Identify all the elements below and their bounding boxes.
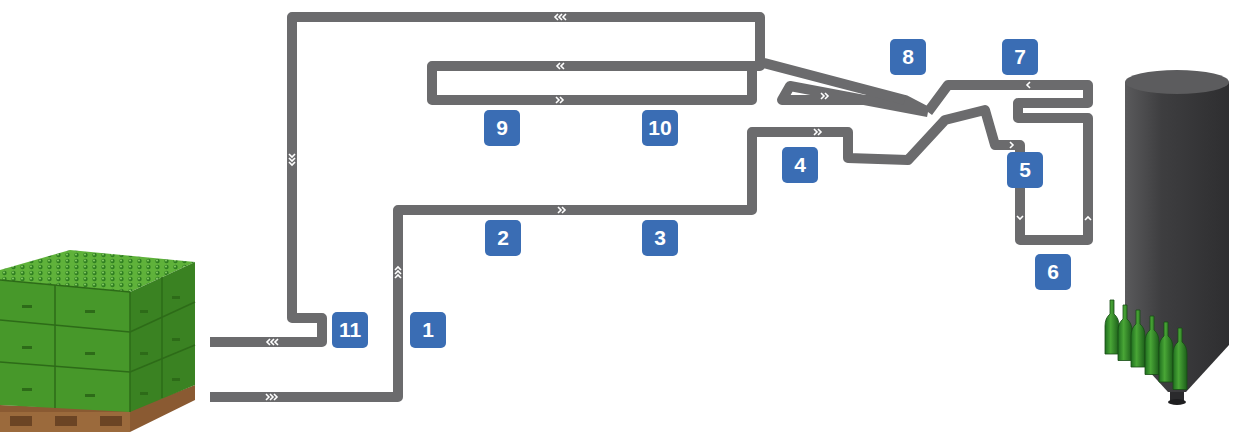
- callout-number: 5: [1007, 152, 1043, 188]
- chevron: [289, 158, 295, 161]
- chevron: [1085, 217, 1091, 220]
- chevron: [395, 275, 401, 278]
- bottle: [1159, 322, 1173, 382]
- bottle: [1105, 300, 1119, 354]
- chevron: [559, 14, 562, 20]
- callout-number: 2: [485, 220, 521, 256]
- chevron: [271, 339, 274, 345]
- chevron: [562, 207, 565, 213]
- bottle: [1118, 305, 1132, 361]
- chevron: [561, 63, 564, 69]
- chevron: [274, 394, 277, 400]
- callout-number: 7: [1002, 39, 1038, 75]
- chevron: [818, 129, 821, 135]
- chevron: [556, 97, 559, 103]
- bottles: [1105, 300, 1187, 390]
- filling-tank: [1125, 70, 1229, 405]
- callout-number: 1: [410, 312, 446, 348]
- chevron: [814, 129, 817, 135]
- bottle: [1131, 310, 1145, 367]
- chevron: [1010, 142, 1013, 148]
- chevron: [289, 154, 295, 157]
- callout-number: 3: [642, 220, 678, 256]
- chevron: [266, 394, 269, 400]
- chevron: [395, 267, 401, 270]
- conveyor-belt: [210, 17, 1088, 397]
- chevron: [1027, 82, 1030, 88]
- bottle: [1173, 328, 1187, 390]
- chevron: [289, 162, 295, 165]
- chevron: [395, 271, 401, 274]
- callout-number: 10: [642, 110, 678, 146]
- callout-number: 6: [1035, 254, 1071, 290]
- chevron: [275, 339, 278, 345]
- chevron: [563, 14, 566, 20]
- chevron: [560, 97, 563, 103]
- callout-number: 4: [782, 147, 818, 183]
- chevron: [557, 63, 560, 69]
- chevron: [1017, 216, 1023, 219]
- chevron: [821, 93, 824, 99]
- callout-number: 11: [332, 312, 368, 348]
- chevron: [558, 207, 561, 213]
- bottle: [1145, 316, 1159, 375]
- chevron: [267, 339, 270, 345]
- crate-pallet: [0, 250, 195, 432]
- chevron: [270, 394, 273, 400]
- chevron: [555, 14, 558, 20]
- chevron: [825, 93, 828, 99]
- direction-chevrons: [266, 14, 1091, 400]
- callout-number: 8: [890, 39, 926, 75]
- callout-number: 9: [484, 110, 520, 146]
